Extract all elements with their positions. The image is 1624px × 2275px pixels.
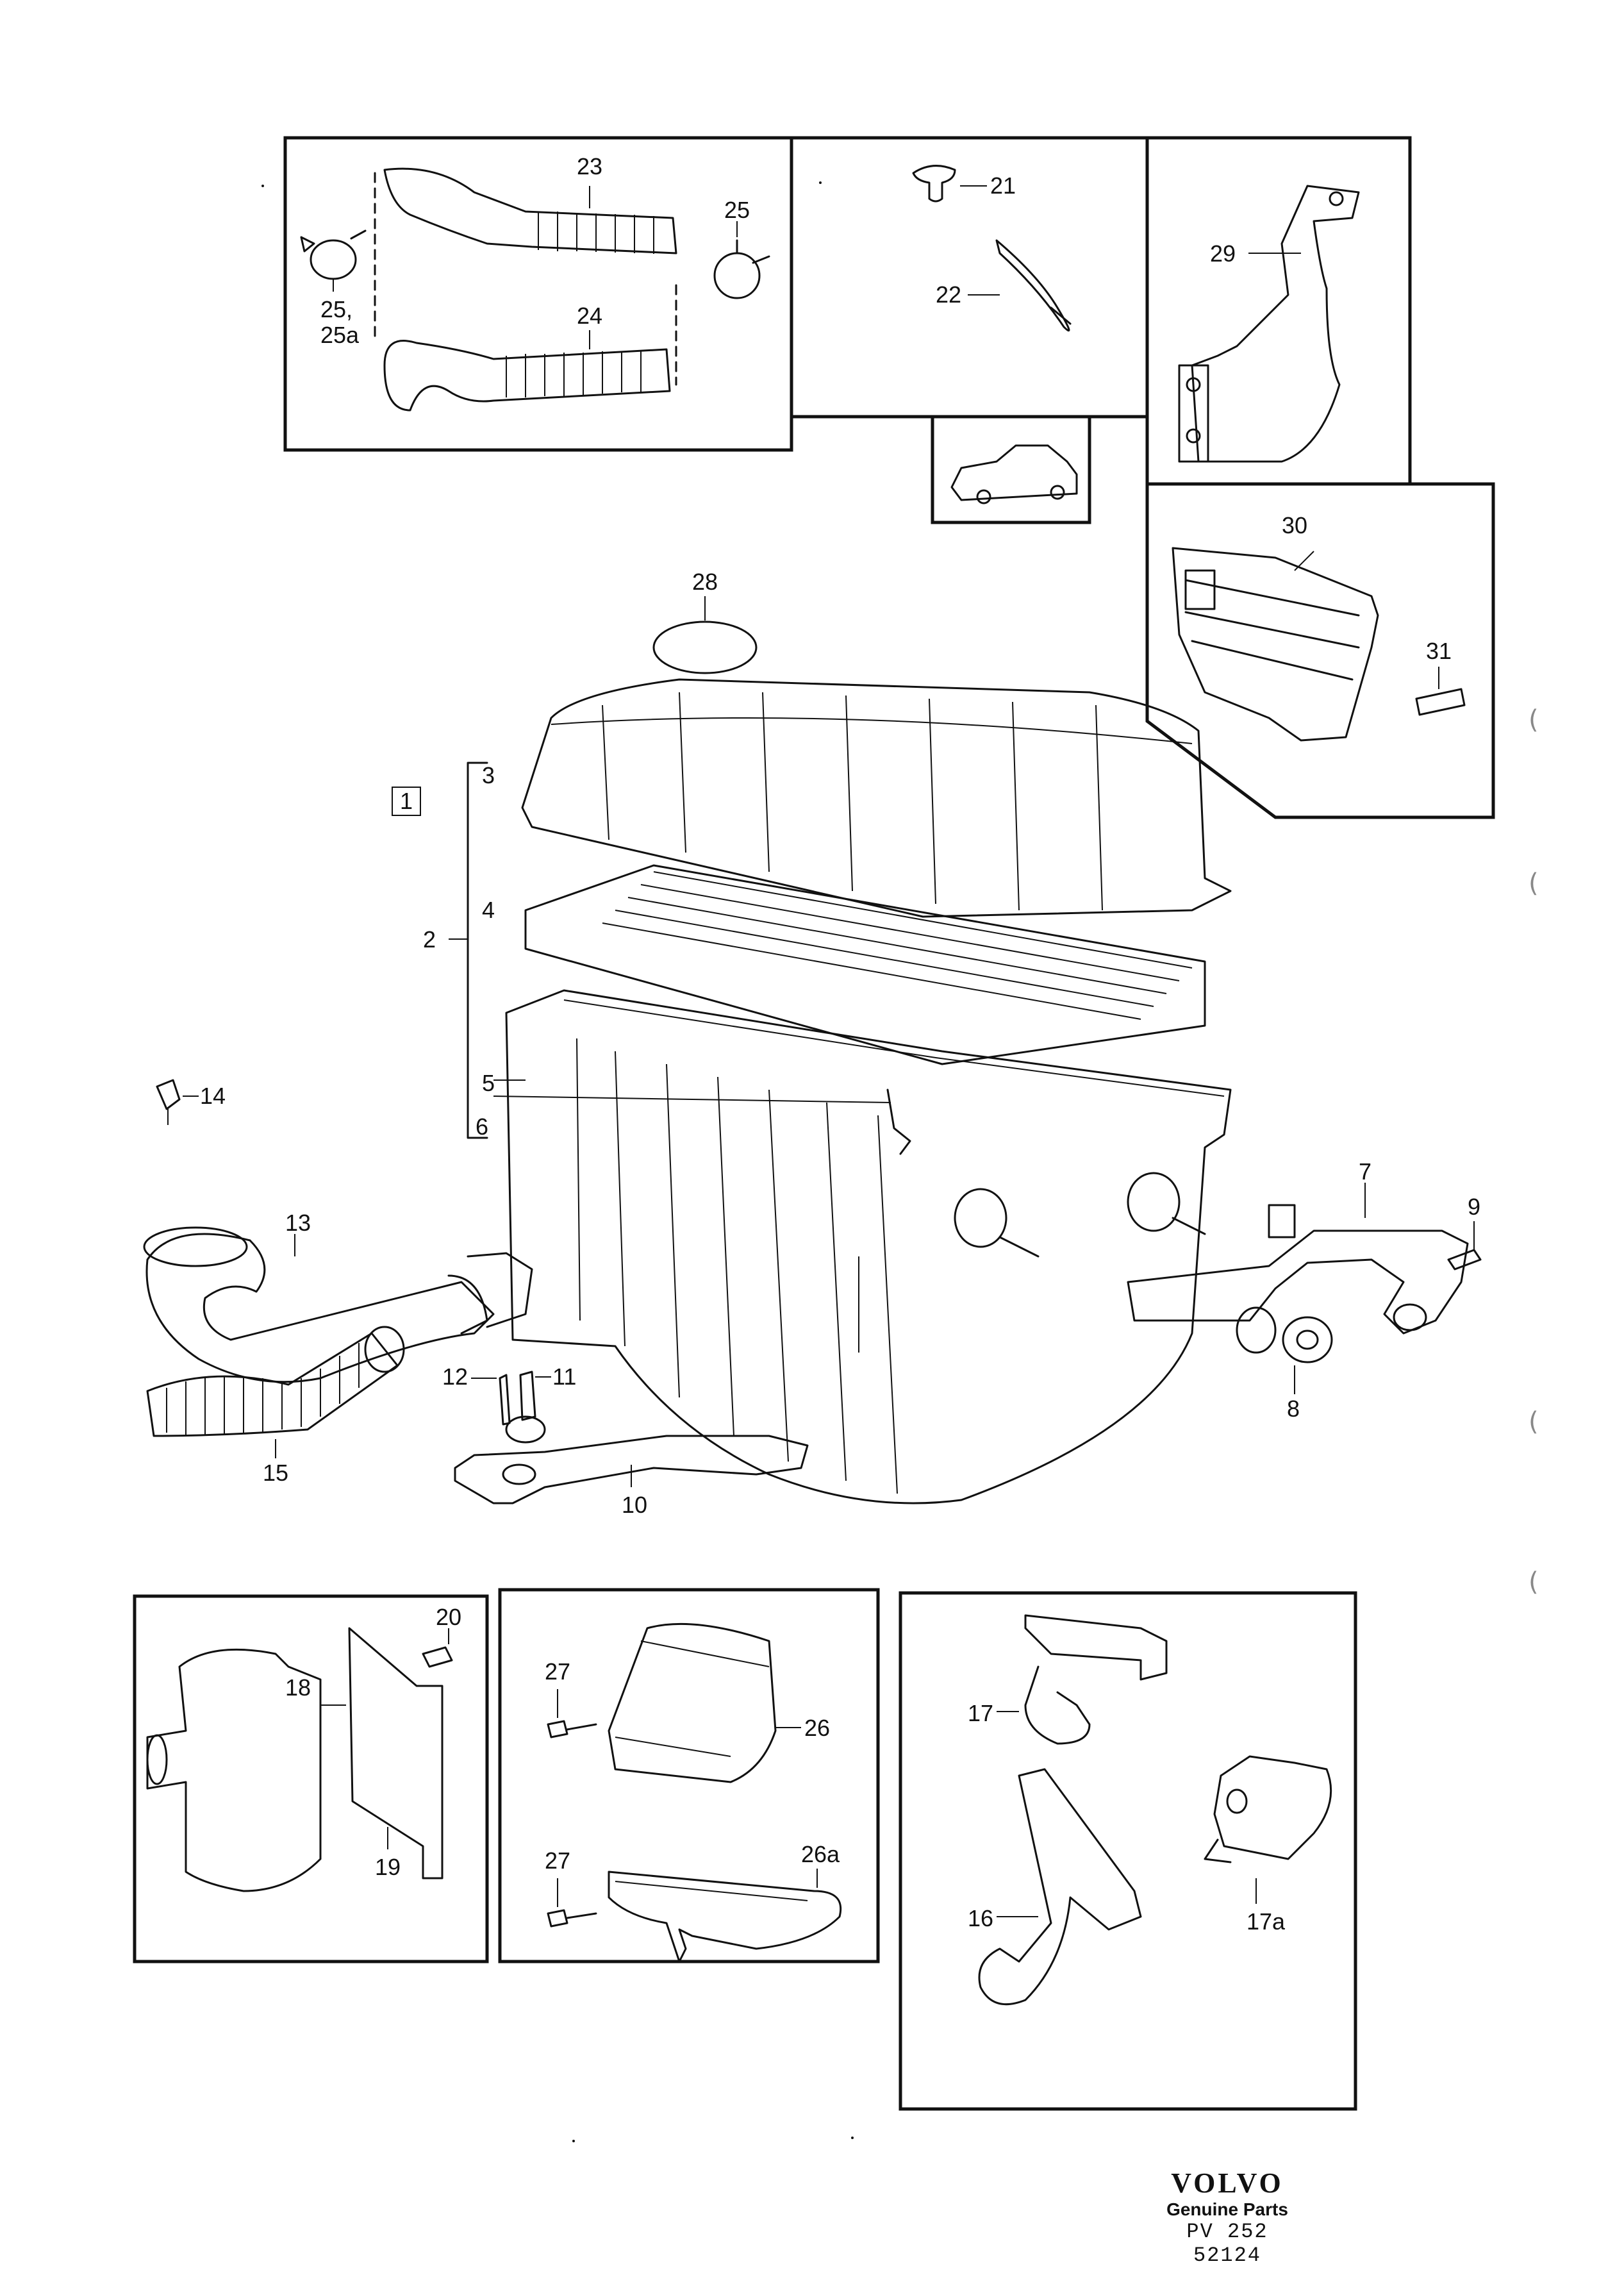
car-thumbnail-box <box>931 415 1091 524</box>
label-25-25a-line1: 25, <box>320 296 352 322</box>
bracket-16-box <box>899 1591 1357 2111</box>
brand-block: VOLVO Genuine Parts PV 252 52124 <box>1150 2167 1304 2267</box>
label-27b: 27 <box>545 1847 570 1874</box>
label-24: 24 <box>577 303 602 329</box>
label-28: 28 <box>692 569 718 595</box>
air-cleaner-assembly <box>143 596 1482 1504</box>
margin-mark: ( <box>1529 1407 1539 1437</box>
label-25-25a-line2: 25a <box>320 322 360 348</box>
label-26: 26 <box>804 1715 830 1741</box>
volvo-logo: VOLVO <box>1171 2167 1284 2199</box>
label-20: 20 <box>436 1604 461 1630</box>
label-27: 27 <box>545 1658 570 1685</box>
label-17: 17 <box>968 1700 993 1726</box>
genuine-parts-text: Genuine Parts <box>1166 2199 1288 2219</box>
label-3: 3 <box>482 762 495 788</box>
label-29: 29 <box>1210 240 1236 267</box>
label-6: 6 <box>476 1113 488 1140</box>
label-26a: 26a <box>801 1841 840 1867</box>
label-18: 18 <box>285 1674 311 1701</box>
label-22: 22 <box>936 281 961 308</box>
label-2: 2 <box>423 926 436 953</box>
label-21: 21 <box>990 172 1016 199</box>
bracket-29-box <box>1145 136 1412 486</box>
label-4: 4 <box>482 897 495 923</box>
label-15: 15 <box>263 1460 288 1486</box>
label-1: 1 <box>400 788 413 814</box>
label-7: 7 <box>1359 1158 1371 1185</box>
label-16: 16 <box>968 1905 993 1931</box>
margin-mark: ( <box>1529 869 1539 898</box>
label-31: 31 <box>1426 638 1452 664</box>
label-5: 5 <box>482 1070 495 1096</box>
label-23: 23 <box>577 153 602 179</box>
label-14: 14 <box>200 1083 226 1109</box>
label-9: 9 <box>1468 1194 1480 1220</box>
label-19: 19 <box>375 1854 401 1880</box>
margin-mark: ( <box>1529 1567 1539 1597</box>
label-11: 11 <box>552 1363 576 1390</box>
clip-detail-box <box>790 136 1149 419</box>
label-10: 10 <box>622 1492 647 1518</box>
bracket-30-box <box>1145 482 1495 819</box>
part-labels: 1 2 3 4 5 6 7 8 9 10 11 12 13 14 15 16 1… <box>200 153 1480 1935</box>
label-30: 30 <box>1282 512 1307 538</box>
label-8: 8 <box>1287 1396 1300 1422</box>
label-25: 25 <box>724 197 750 223</box>
hose-detail-box <box>283 136 793 452</box>
label-13: 13 <box>285 1210 311 1236</box>
shield-26-box <box>498 1588 880 1963</box>
label-17a: 17a <box>1247 1908 1286 1935</box>
part-number: PV 252 52124 <box>1186 2220 1268 2267</box>
label-12: 12 <box>442 1363 468 1390</box>
shield-18-box <box>133 1594 489 1963</box>
margin-mark: ( <box>1529 705 1539 735</box>
